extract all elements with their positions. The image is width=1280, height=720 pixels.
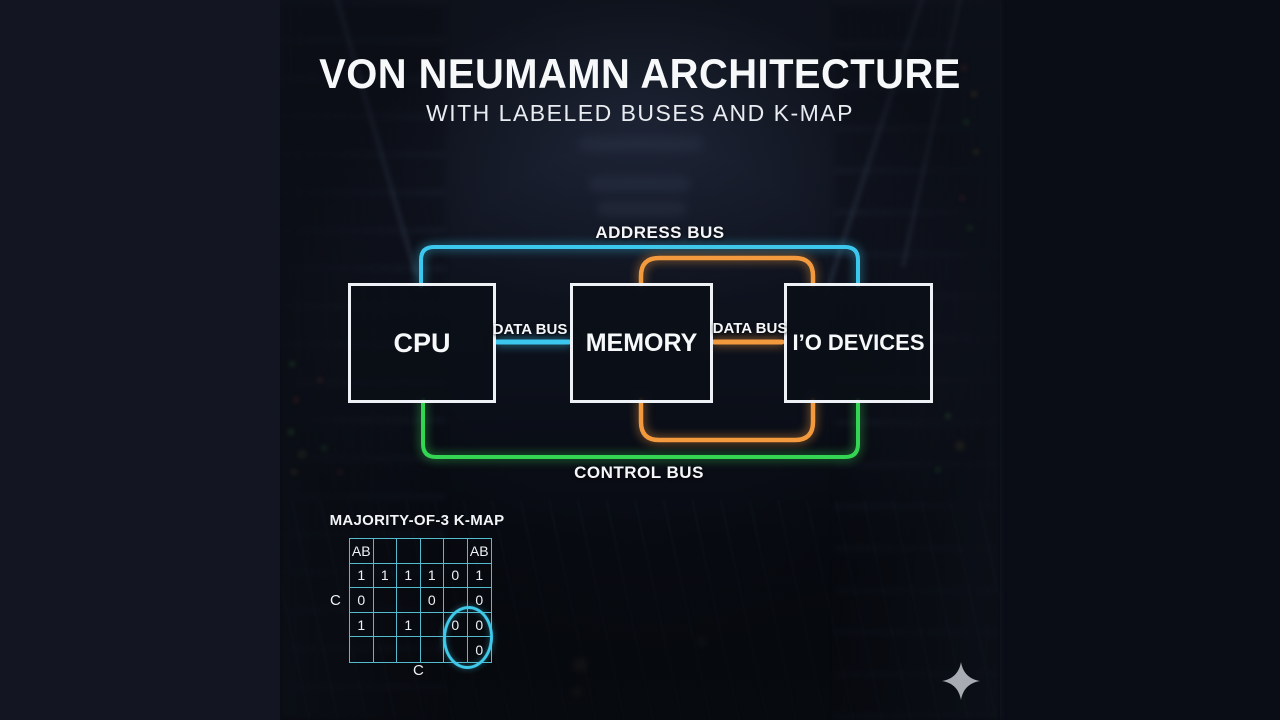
- kmap-cell: 1: [467, 564, 491, 589]
- letterbox-right: [1000, 0, 1280, 720]
- kmap-title: MAJORITY-OF-3 K-MAP: [329, 512, 505, 529]
- io-devices-box-label: I’O DEVICES: [792, 330, 925, 355]
- kmap-cell: [444, 539, 468, 564]
- kmap-col-label: C: [413, 662, 424, 679]
- page-subtitle: WITH LABELED BUSES AND K-MAP: [426, 100, 854, 126]
- kmap-cell: [420, 539, 444, 564]
- kmap-row-label: C: [330, 592, 341, 609]
- address-bus-line: [419, 245, 860, 288]
- kmap-cell: [350, 637, 374, 662]
- data-bus-left-label: DATA BUS: [492, 321, 568, 338]
- sparkle-icon: [942, 662, 980, 700]
- kmap-cell: [444, 637, 468, 662]
- kmap-cell: [397, 539, 421, 564]
- kmap-cell: [373, 588, 397, 613]
- data-bus-right-label: DATA BUS: [712, 320, 788, 337]
- kmap-cell: 0: [444, 563, 468, 589]
- kmap-cell: [444, 588, 468, 613]
- kmap-cell: [373, 612, 397, 638]
- kmap-cell: [420, 612, 444, 638]
- kmap-cell: 0: [467, 613, 491, 638]
- kmap-cell: 0: [444, 612, 468, 638]
- kmap-cell: [373, 539, 397, 564]
- letterbox-left: [0, 0, 280, 720]
- kmap-cell: 1: [350, 563, 374, 589]
- kmap-cell: [374, 637, 397, 662]
- cpu-box-label: CPU: [393, 327, 451, 358]
- memory-io-bus-bottom-line: [638, 397, 816, 443]
- kmap-cell: 1: [373, 563, 397, 589]
- memory-box-label: MEMORY: [585, 328, 698, 357]
- kmap-cell: 0: [350, 588, 374, 613]
- kmap-cell: 0: [467, 588, 491, 613]
- control-bus-line: [421, 398, 860, 459]
- kmap-cell: 1: [397, 563, 421, 589]
- page-title: VON NEUMAMN ARCHITECTURE: [319, 50, 961, 97]
- kmap-cell: [397, 588, 421, 613]
- kmap-cell: [397, 637, 421, 662]
- kmap-cell: 0: [475, 641, 484, 658]
- blurred-pill-shape: [589, 176, 690, 192]
- memory-box: MEMORY: [570, 283, 713, 403]
- kmap-cell: 0: [420, 588, 444, 613]
- cpu-box: CPU: [348, 283, 496, 403]
- blurred-pill-shape: [578, 137, 703, 151]
- control-bus-label: CONTROL BUS: [574, 463, 704, 482]
- io-devices-box: I’O DEVICES: [784, 283, 933, 403]
- kmap-cell: AB: [350, 539, 374, 564]
- memory-io-bus-top-line: [638, 255, 816, 288]
- kmap-cell: [421, 637, 444, 662]
- blurred-pill-shape: [597, 202, 686, 215]
- address-bus-label: ADDRESS BUS: [595, 223, 725, 242]
- kmap-cell: 1: [397, 612, 421, 638]
- kmap-cell: 1: [420, 563, 444, 589]
- kmap-cell: 1: [350, 612, 374, 638]
- kmap-cell: AB: [467, 539, 491, 564]
